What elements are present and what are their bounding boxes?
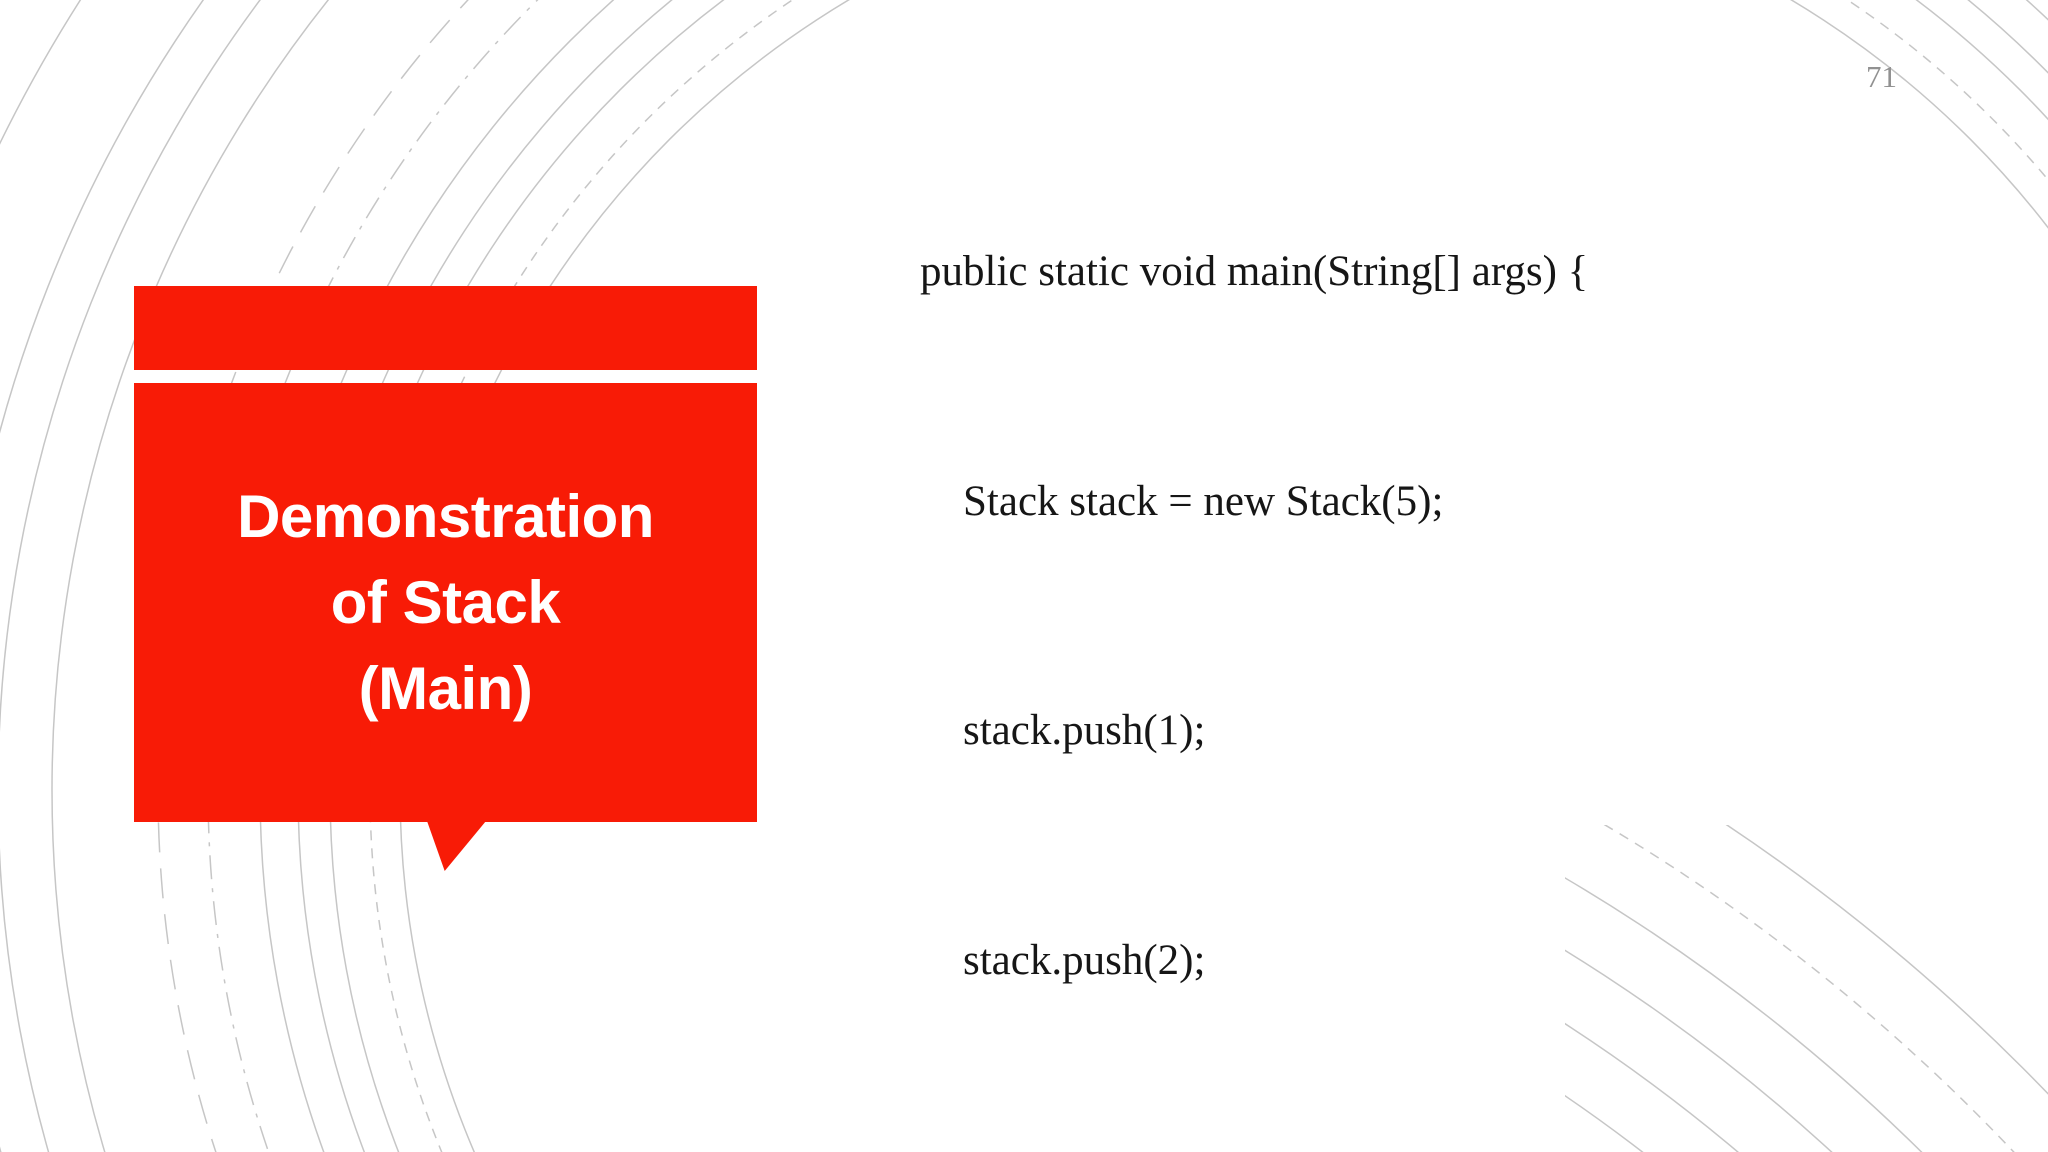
code-line: Stack stack = new Stack(5);	[920, 477, 1444, 525]
title-callout: Demonstration of Stack (Main)	[134, 286, 757, 871]
title-line: of Stack	[330, 568, 561, 636]
code-line: public static void main(String[] args) {	[920, 248, 1589, 295]
title-line: (Main)	[358, 654, 533, 722]
callout-tail	[427, 821, 486, 871]
page-number: 71	[1866, 59, 1897, 94]
arc	[51, 0, 330, 1152]
callout-header-bar	[134, 286, 757, 370]
title-line: Demonstration	[237, 482, 654, 550]
callout-body: Demonstration of Stack (Main)	[134, 383, 757, 822]
code-block: public static void main(String[] args) {…	[920, 81, 1698, 1152]
code-line: stack.push(1);	[920, 707, 1206, 754]
code-line: stack.push(2);	[920, 936, 1206, 984]
